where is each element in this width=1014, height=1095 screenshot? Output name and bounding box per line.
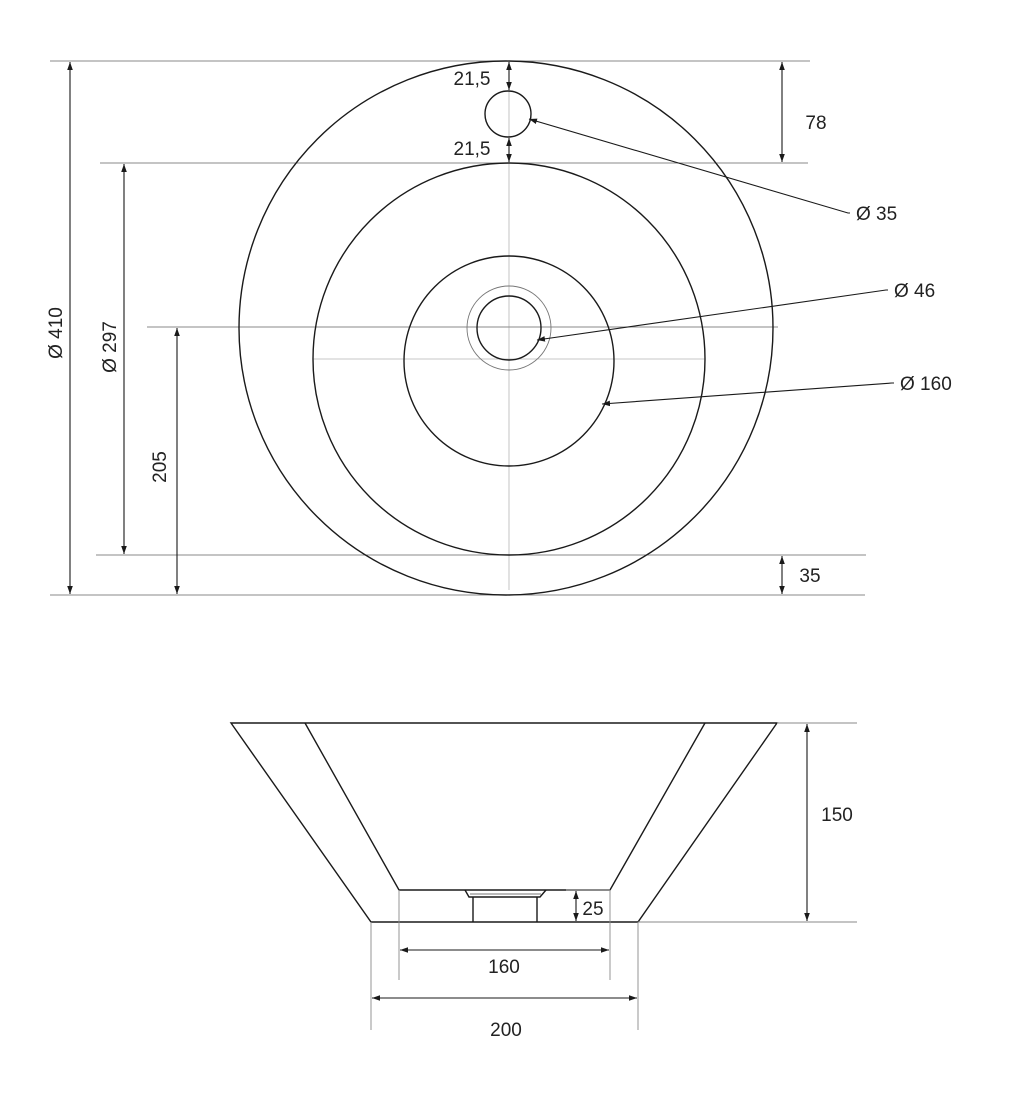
bowl-diameter-label: Ø 297 [100,321,121,373]
drain-circle [476,295,542,361]
basin-outer-profile [229,722,779,923]
drain-height-label: 25 [582,899,603,920]
drain-callout: Ø 46 [894,281,935,302]
drain-fitting [464,889,547,898]
tap-top-offset-label: 21,5 [454,69,491,90]
center-height-label: 205 [150,451,171,483]
drain-pipe [472,897,538,922]
height-label: 150 [821,805,853,826]
inner-width-label: 160 [488,957,520,978]
side-view: 150 25 160 200 [229,722,857,1041]
overall-diameter-label: Ø 410 [46,307,67,359]
tap-zone-label: 78 [805,113,826,134]
outer-rim-circle [238,60,774,596]
drain-leader [536,289,888,342]
basin-inner-profile [304,722,706,891]
tap-hole-circle [484,90,532,138]
tap-hole-leader [528,118,850,214]
base-leader [601,382,894,407]
top-view: Ø 410 Ø 297 205 21,5 21,5 78 35 Ø 35 Ø 4… [46,60,952,596]
bottom-rim-label: 35 [799,566,820,587]
base-circle [403,255,615,467]
base-callout: Ø 160 [900,374,952,395]
tap-bottom-offset-label: 21,5 [454,139,491,160]
outer-width-label: 200 [490,1020,522,1041]
bowl-circle [312,162,706,556]
tap-hole-callout: Ø 35 [856,204,897,225]
drain-outer-ring [466,285,552,371]
